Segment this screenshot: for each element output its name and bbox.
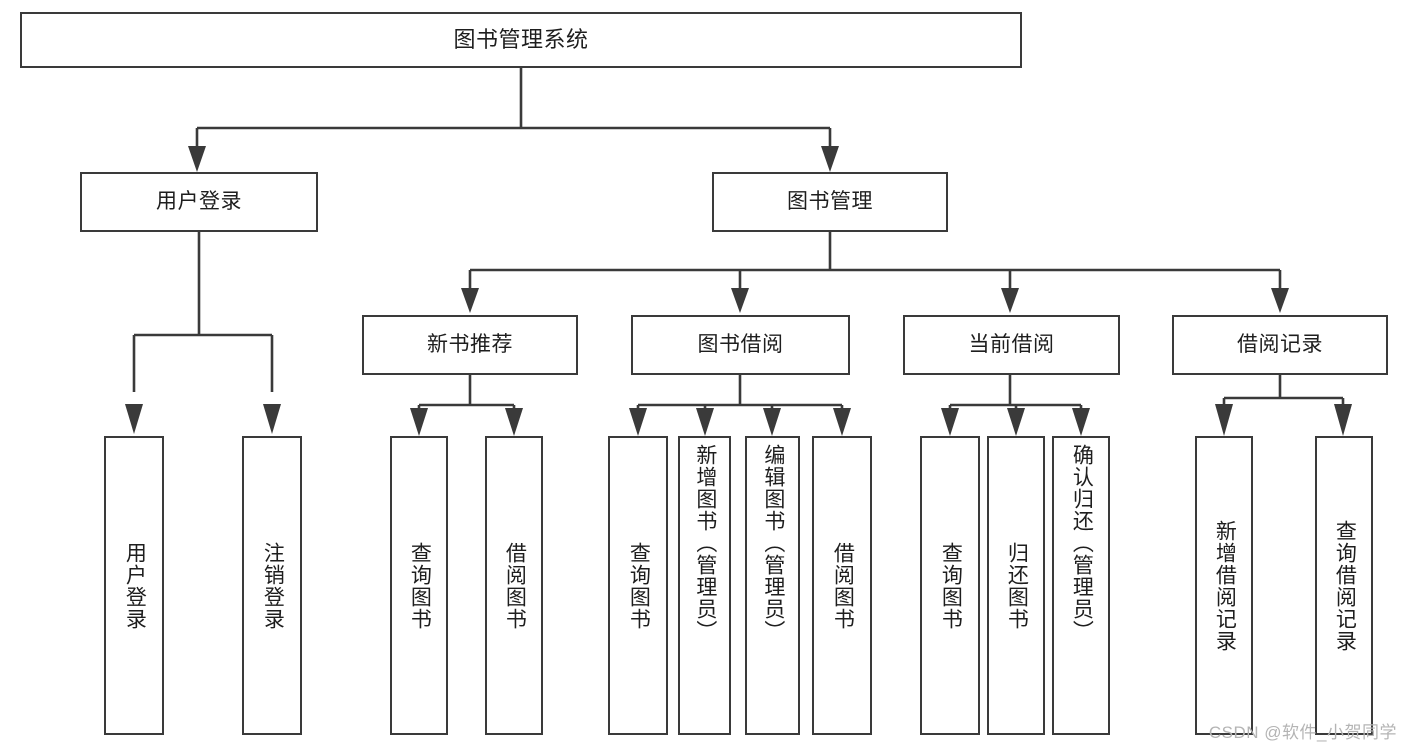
node-borrow-record[interactable]: 借阅记录 — [1172, 315, 1388, 375]
leaf-borrow-record-query[interactable]: 查询借阅记录 — [1315, 436, 1373, 735]
leaf-current-borrow-return[interactable]: 归还图书 — [987, 436, 1045, 735]
node-root-system[interactable]: 图书管理系统 — [20, 12, 1022, 68]
leaf-book-borrow-query[interactable]: 查询图书 — [608, 436, 668, 735]
node-current-borrow[interactable]: 当前借阅 — [903, 315, 1120, 375]
leaf-new-book-borrow[interactable]: 借阅图书 — [485, 436, 543, 735]
leaf-current-borrow-confirm-admin[interactable]: 确认归还（管理员） — [1052, 436, 1110, 735]
leaf-book-borrow-add-admin[interactable]: 新增图书（管理员） — [678, 436, 731, 735]
leaf-book-borrow-borrow[interactable]: 借阅图书 — [812, 436, 872, 735]
node-new-book-recommend[interactable]: 新书推荐 — [362, 315, 578, 375]
leaf-borrow-record-add[interactable]: 新增借阅记录 — [1195, 436, 1253, 735]
leaf-new-book-query[interactable]: 查询图书 — [390, 436, 448, 735]
csdn-watermark: CSDN @软件_小贺同学 — [1208, 723, 1397, 742]
node-book-borrow[interactable]: 图书借阅 — [631, 315, 850, 375]
node-book-management[interactable]: 图书管理 — [712, 172, 948, 232]
leaf-current-borrow-query[interactable]: 查询图书 — [920, 436, 980, 735]
leaf-user-login-login[interactable]: 用户登录 — [104, 436, 164, 735]
node-user-login[interactable]: 用户登录 — [80, 172, 318, 232]
leaf-book-borrow-edit-admin[interactable]: 编辑图书（管理员） — [745, 436, 800, 735]
leaf-user-login-logout[interactable]: 注销登录 — [242, 436, 302, 735]
